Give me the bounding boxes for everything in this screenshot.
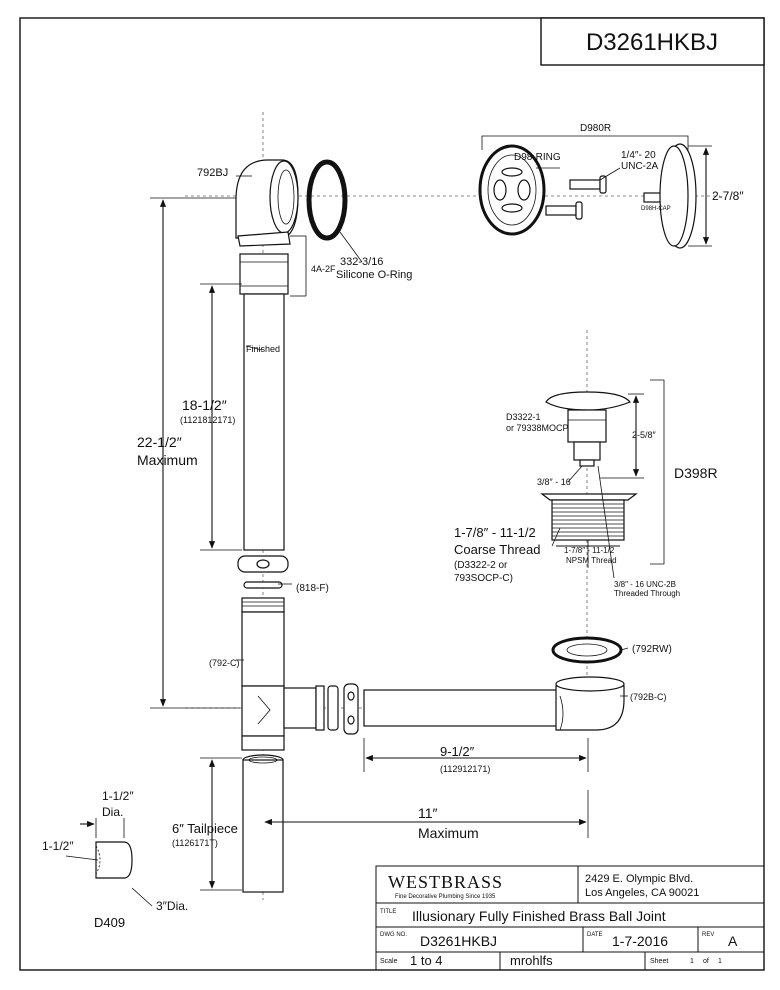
scale-value: 1 to 4 [410,953,443,968]
drawn-by: mrohlfs [510,953,553,968]
label-d409-width: 1-1/2″ [102,789,134,803]
overflow-elbow [235,159,299,247]
label-stopper-code1: D3322-1 [506,412,541,422]
label-threaded-through2: Threaded Through [614,589,680,598]
sheet-number: 1 [690,958,694,965]
rev-value: A [728,933,738,949]
label-dim-9-code: (112912171) [440,764,490,774]
labels: 792BJ 332-3/16 Silicone O-Ring 4A-2F Fin… [42,123,744,930]
label-coarse-dim: 1-7/8″ - 11-1/2 [454,525,536,540]
label-tee: (792-C) [209,658,240,668]
d409-part [65,818,153,907]
label-elbow-height: 4A-2F [311,264,336,274]
label-ring: D98-RING [514,152,561,163]
brand-tagline: Fine Decorative Plumbing Since 1935 [395,894,496,900]
dimension-lines [150,135,712,891]
label-d409-height: 1-1/2″ [42,839,74,853]
label-npsm-dim: 1-7/8″ - 11-1/2 [564,546,615,555]
label-oring-name: Silicone O-Ring [336,269,412,281]
label-dim-11-sub: Maximum [418,825,479,841]
slip-nut-upper [237,555,289,589]
address-line-1: 2429 E. Olympic Blvd. [585,873,693,885]
dwg-no-value: D3261HKBJ [420,933,497,949]
waste-arm [363,689,565,727]
header-box: D3261HKBJ [540,17,765,66]
body-threads [552,503,624,537]
stopper [545,391,631,467]
label-d409-dia: 3″Dia. [156,899,188,913]
scale-label: Scale [380,958,398,965]
label-d409: D409 [94,915,125,930]
date-label: DATE [587,932,603,938]
sheet-total: 1 [718,958,722,965]
label-dim-22: 22-1/2″ [137,434,182,450]
stopper-body [540,493,638,541]
label-coarse-name: Coarse Thread [454,542,540,557]
rev-label: REV [702,932,714,938]
faceplate-ring [478,144,546,236]
label-dim-tail: 6″ Tailpiece [172,821,238,836]
sheet-of: of [703,958,709,965]
label-npsm-name: NPSM Thread [566,556,617,565]
slip-nut-horizontal [327,683,359,735]
header-drawing-number: D3261HKBJ [586,29,718,56]
label-elbow: 792BJ [197,167,228,179]
faceplate-cap [659,143,697,249]
label-screw-size: 1/4″- 20 [621,150,656,161]
label-dim-11: 11″ [418,805,438,821]
label-coarse-code2: 793SOCP-C) [454,573,513,584]
label-d409-width-dia: Dia. [102,805,123,819]
drawing-title: Illusionary Fully Finished Brass Ball Jo… [412,908,666,924]
tee [241,597,325,751]
tailpiece [242,754,284,893]
title-field-label: TITLE [380,909,396,915]
overflow-pipe [243,293,285,551]
label-stopper-height: 2-5/8″ [632,430,657,440]
label-threaded-through1: 3/8″ - 16 UNC-2B [614,580,676,589]
elbow-nut [239,253,289,295]
label-dim-18-code: (1121812171) [180,415,235,425]
oring [306,159,348,241]
label-tail-code: (1126171T) [172,838,218,848]
label-stopper-code2: or 79338MOCP [506,423,569,433]
date-value: 1-7-2016 [612,933,668,949]
address-line-2: Los Angeles, CA 90021 [585,887,699,899]
label-shoe: (792B-C) [630,692,667,702]
label-faceplate-kit: D980R [580,123,611,134]
label-cap-dia: 2-7/8″ [712,189,744,203]
label-screw-thread: UNC-2A [621,161,659,172]
label-finished: Finished [246,344,280,354]
label-dim-9: 9-1/2″ [440,744,475,759]
rubber-washer [551,636,623,664]
label-dim-22-sub: Maximum [137,452,198,468]
dwg-no-label: DWG NO. [380,932,407,938]
title-block: WESTBRASS Fine Decorative Plumbing Since… [375,865,765,971]
label-oring-code: 332-3/16 [340,256,383,268]
label-stopper-kit: D398R [674,465,718,481]
label-coarse-code1: (D3322-2 or [454,560,508,571]
label-washer: (818-F) [296,583,329,594]
label-stem-thread: 3/8″ - 16 [537,477,571,487]
label-rubber-washer: (792RW) [632,644,672,655]
drain-shoe [555,676,625,731]
brand-logo: WESTBRASS [388,872,503,892]
sheet-label: Sheet [650,958,668,965]
faceplate-screws [545,175,667,220]
label-cap-code: D98H-CAP [641,206,671,212]
label-dim-18: 18-1/2″ [182,397,227,413]
